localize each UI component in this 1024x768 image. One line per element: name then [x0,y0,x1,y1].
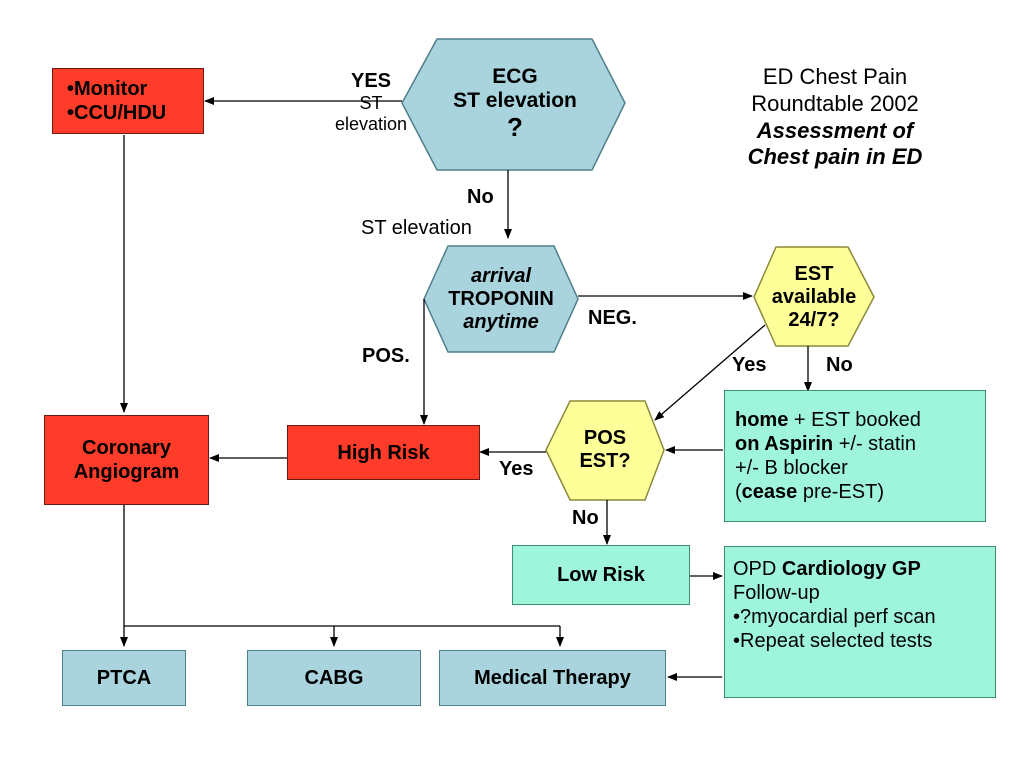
coronary-angiogram-line2: Angiogram [73,461,180,483]
monitor-line2: •CCU/HDU [67,102,167,124]
yes-st-line2: ST [359,93,383,113]
ecg-label: ECG ST elevation ? [420,54,610,154]
yes-pos-label: Yes [499,458,534,480]
home-line3: +/- B blocker [735,457,848,479]
low-risk-label: Low Risk [557,564,645,586]
pos-label: POS. [362,345,410,367]
pos-est-line2: EST? [579,450,631,472]
pos-est-hexagon [545,400,665,501]
no-est-label: No [826,354,853,376]
cardiology-bold: Cardiology GP [781,558,921,580]
yes-st-line3: elevation [334,113,408,134]
pos-est-line1: POS [583,427,627,449]
home-bold: home [735,409,789,431]
high-risk-label: High Risk [337,441,430,464]
opd-text: OPD [733,558,782,580]
est-available-label: EST available 24/7? [754,252,874,342]
edge-est-yes-to-posest [654,324,766,421]
monitor-box: •Monitor •CCU/HDU [52,68,204,134]
low-risk-box: Low Risk [512,545,690,605]
troponin-line2: TROPONIN [448,287,554,310]
ptca-label: PTCA [96,667,152,689]
no-pos-label: No [572,507,599,529]
coronary-angiogram-line1: Coronary [82,437,171,459]
high-risk-box: High Risk [287,425,480,480]
opd-box: OPD Cardiology GP Follow-up •?myocardial… [724,546,996,698]
neg-label: NEG. [588,307,637,329]
home-line4: (cease pre-EST) [735,480,884,504]
troponin-line1: arrival [470,264,532,287]
est-available-line2: available [771,285,857,308]
yes-est-label: Yes [732,354,767,376]
cabg-label: CABG [304,667,364,689]
ecg-line3: ? [507,112,523,143]
title-line1: ED Chest Pain [762,64,908,89]
opd-line4: •Repeat selected tests [733,630,933,652]
est-available-line3: 24/7? [788,308,840,331]
cease-bold: cease [741,481,798,503]
pos-est-label: POS EST? [546,410,664,490]
home-box: home + EST booked on Aspirin +/- statin … [724,390,986,522]
aspirin-bold: on Aspirin [735,433,834,455]
home-line2: on Aspirin +/- statin [735,432,916,456]
ptca-box: PTCA [62,650,186,706]
medical-therapy-label: Medical Therapy [474,667,631,689]
monitor-line1: •Monitor [67,78,148,100]
cease-rest: pre-EST) [797,481,884,503]
coronary-angiogram-box: Coronary Angiogram [44,415,209,505]
est-available-line1: EST [794,262,834,285]
ecg-line1: ECG [492,64,538,88]
yes-st-line1: YES [350,70,392,92]
no-st-label-2: ST elevation [361,217,472,239]
title-line3: Assessment of [756,117,914,143]
title-block: ED Chest Pain Roundtable 2002 Assessment… [705,64,965,171]
est-available-hexagon [753,246,875,347]
ecg-hexagon [401,38,626,171]
home-line1: home + EST booked [735,408,921,432]
troponin-line3: anytime [463,310,539,333]
cabg-box: CABG [247,650,421,706]
opd-line3: •?myocardial perf scan [733,606,936,628]
yes-st-label: YES ST elevation [326,70,416,134]
cease-open: ( [735,481,742,503]
title-line2: Roundtable 2002 [751,90,919,116]
troponin-label: arrival TROPONIN anytime [424,254,578,344]
no-st-label-1: No [467,186,494,208]
home-rest: + EST booked [788,409,921,431]
opd-line2: Follow-up [733,582,820,604]
ecg-line2: ST elevation [453,89,577,113]
medical-therapy-box: Medical Therapy [439,650,666,706]
aspirin-rest: +/- statin [833,433,916,455]
opd-line1: OPD Cardiology GP [733,557,921,581]
title-line4: Chest pain in ED [747,144,923,170]
